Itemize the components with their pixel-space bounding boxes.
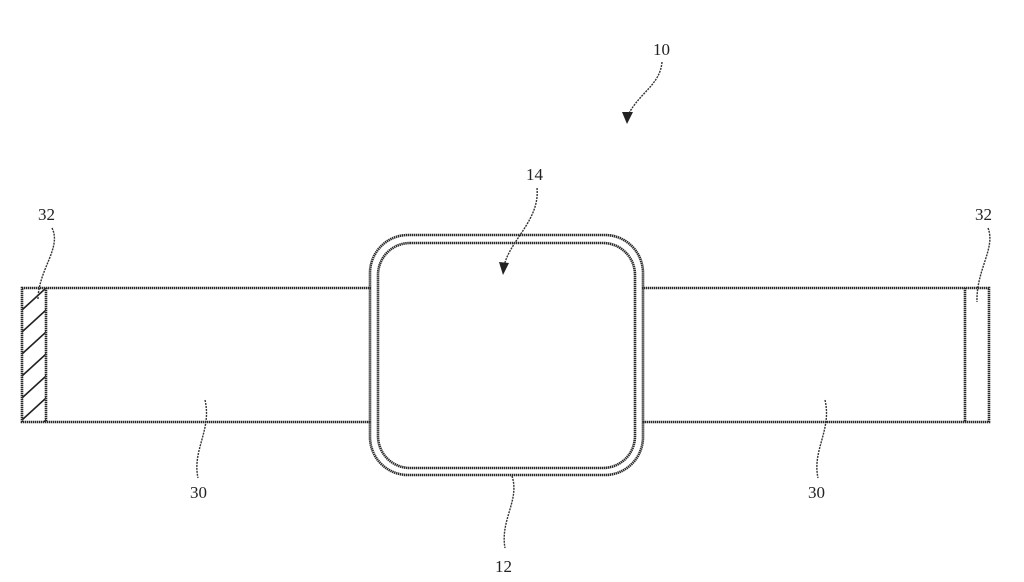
label-band-end-right: 32 <box>975 205 992 224</box>
watch-display <box>376 241 637 470</box>
watch-housing <box>368 233 645 477</box>
leader-32-right <box>976 227 991 303</box>
leader-30-left <box>196 399 208 479</box>
label-device: 10 <box>653 40 670 59</box>
label-display: 14 <box>526 165 544 184</box>
leader-10 <box>627 61 663 116</box>
arrowhead-icon <box>622 112 633 124</box>
leader-12 <box>503 475 515 549</box>
left-band <box>20 286 371 424</box>
label-band-end-left: 32 <box>38 205 55 224</box>
leader-32-left <box>37 227 56 301</box>
leader-14 <box>503 187 538 267</box>
left-band-end-hatched <box>22 288 46 422</box>
label-band-right: 30 <box>808 483 825 502</box>
arrowhead-icon <box>499 262 509 275</box>
label-housing: 12 <box>495 557 512 576</box>
right-band <box>642 286 991 424</box>
label-band-left: 30 <box>190 483 207 502</box>
leader-30-right <box>816 399 828 479</box>
